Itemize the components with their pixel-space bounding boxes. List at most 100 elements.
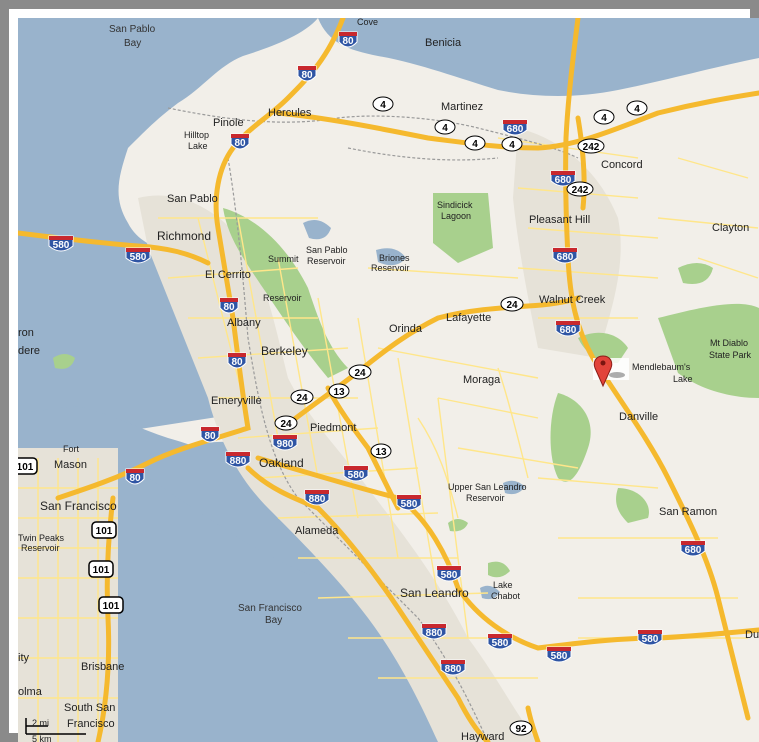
shield-i580-g: 580 [546, 646, 572, 663]
label-san-francisco: San Francisco [40, 499, 117, 513]
park-areas [53, 193, 759, 578]
label-briones-1: Briones [379, 253, 410, 263]
svg-text:80: 80 [301, 70, 313, 81]
shield-sr13-b: 13 [370, 443, 392, 459]
label-fort-mason-1: Fort [63, 444, 80, 454]
label-albany: Albany [227, 317, 261, 329]
shield-i80-g: 80 [125, 468, 145, 485]
label-richmond: Richmond [157, 229, 211, 243]
svg-text:980: 980 [277, 439, 294, 450]
location-marker[interactable] [593, 355, 629, 388]
label-clayton: Clayton [712, 222, 749, 234]
svg-text:880: 880 [309, 494, 326, 505]
shield-i580-c: 580 [343, 465, 369, 482]
shield-us101-a: 101 [18, 457, 38, 475]
label-sf-bay-2: Bay [265, 615, 282, 626]
label-oakland: Oakland [259, 456, 304, 470]
map-labels: Cove Benicia San Pablo Bay Hercules Mart… [18, 18, 759, 742]
shield-i680-d: 680 [555, 320, 581, 337]
shield-i880-b: 880 [304, 489, 330, 506]
svg-text:242: 242 [583, 142, 600, 153]
svg-text:580: 580 [642, 634, 659, 645]
shield-i580-b: 580 [125, 247, 151, 264]
shield-sr4-f: 4 [626, 100, 648, 116]
shield-i580-d: 580 [396, 494, 422, 511]
label-walnut-creek: Walnut Creek [539, 294, 606, 306]
svg-text:13: 13 [333, 387, 345, 398]
svg-text:4: 4 [442, 123, 448, 134]
svg-text:580: 580 [441, 570, 458, 581]
svg-text:680: 680 [685, 545, 702, 556]
shield-i80-d: 80 [219, 297, 239, 314]
label-sf-bay-1: San Francisco [238, 603, 302, 614]
svg-text:242: 242 [572, 185, 589, 196]
label-ron: ron [18, 327, 34, 339]
shield-sr4-c: 4 [464, 135, 486, 151]
svg-text:24: 24 [506, 300, 518, 311]
shield-us101-d: 101 [98, 596, 124, 614]
interstate-shields: 80 80 80 80 80 80 80 580 580 580 580 580… [48, 31, 706, 676]
label-sindicick-1: Sindicick [437, 200, 473, 210]
shield-i80-e: 80 [227, 352, 247, 369]
label-hilltop-2: Lake [188, 141, 208, 151]
map-canvas[interactable]: Cove Benicia San Pablo Bay Hercules Mart… [18, 18, 759, 742]
svg-text:4: 4 [509, 140, 515, 151]
label-mendlebaum-1: Mendlebaum's [632, 362, 691, 372]
label-briones-2: Reservoir [371, 263, 410, 273]
label-san-pablo-res-2: Reservoir [307, 256, 346, 266]
svg-text:24: 24 [280, 419, 292, 430]
svg-text:101: 101 [18, 462, 34, 473]
svg-text:580: 580 [348, 470, 365, 481]
label-mt-diablo-2: State Park [709, 350, 752, 360]
label-concord: Concord [601, 159, 643, 171]
svg-text:80: 80 [129, 473, 141, 484]
shield-sr92: 92 [509, 720, 533, 736]
label-martinez: Martinez [441, 101, 483, 113]
svg-text:80: 80 [223, 302, 235, 313]
label-lake-chabot-1: Lake [493, 580, 513, 590]
label-san-pablo-bay-1: San Pablo [109, 24, 156, 35]
label-pinole: Pinole [213, 117, 244, 129]
label-brisbane: Brisbane [81, 661, 124, 673]
label-hercules: Hercules [268, 107, 312, 119]
shield-us101-c: 101 [88, 560, 114, 578]
label-hayward: Hayward [461, 731, 504, 742]
svg-text:580: 580 [401, 499, 418, 510]
shield-i580-e: 580 [436, 565, 462, 582]
map-pin-icon [593, 355, 625, 388]
label-berkeley: Berkeley [261, 344, 308, 358]
svg-text:4: 4 [634, 104, 640, 115]
label-emeryville: Emeryville [211, 395, 262, 407]
svg-text:680: 680 [507, 124, 524, 135]
shield-i580-a: 580 [48, 235, 74, 252]
shield-sr4-a: 4 [372, 96, 394, 112]
svg-text:80: 80 [342, 36, 354, 47]
svg-text:80: 80 [204, 431, 216, 442]
svg-text:580: 580 [130, 252, 147, 263]
shield-i680-e: 680 [680, 540, 706, 557]
label-fort-mason-2: Mason [54, 459, 87, 471]
label-danville: Danville [619, 411, 658, 423]
shield-i80-top: 80 [338, 31, 358, 48]
label-mendlebaum-2: Lake [673, 374, 693, 384]
shield-i880-d: 880 [440, 659, 466, 676]
label-summit-2: Reservoir [263, 293, 302, 303]
label-benicia: Benicia [425, 37, 462, 49]
svg-text:4: 4 [380, 100, 386, 111]
svg-text:680: 680 [555, 175, 572, 186]
label-ity: ity [18, 652, 30, 664]
label-el-cerrito: El Cerrito [205, 269, 251, 281]
shield-i80-c: 80 [230, 133, 250, 150]
label-cove: Cove [357, 18, 378, 27]
shield-sr24-a: 24 [500, 296, 524, 312]
label-hilltop-1: Hilltop [184, 130, 209, 140]
us-route-shields: 101 101 101 101 [18, 457, 124, 614]
shield-i80-b: 80 [297, 65, 317, 82]
label-dere: dere [18, 345, 40, 357]
label-south-sf-1: South San [64, 702, 115, 714]
shield-i580-f: 580 [487, 633, 513, 650]
shield-i580-h: 580 [637, 629, 663, 646]
label-upper-sl-2: Reservoir [466, 493, 505, 503]
svg-text:580: 580 [551, 651, 568, 662]
svg-text:24: 24 [296, 393, 308, 404]
